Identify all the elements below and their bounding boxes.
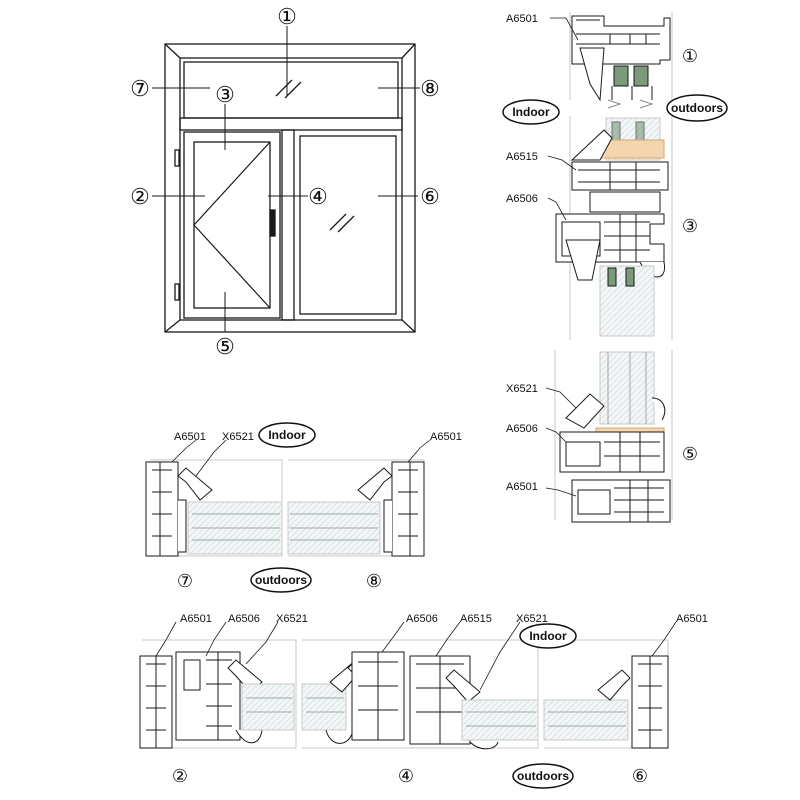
marker-8: ⑧ — [366, 571, 382, 591]
profile-section2 — [139, 651, 295, 749]
opening-indicator — [193, 141, 271, 309]
casement-glass — [193, 141, 271, 309]
label-a6501-top: A6501 — [506, 13, 538, 25]
callout-7: ⑦ — [130, 76, 150, 101]
window-callouts: ① ⑦ ⑧ ③ ② ④ ⑥ ⑤ — [130, 4, 440, 359]
hinge-bottom — [174, 283, 180, 301]
pill-outdoors: outdoors — [671, 101, 723, 115]
mullion — [281, 129, 295, 321]
profile-x6521-a6506-a6501-bottom — [559, 351, 671, 523]
label-246-a6501-left: A6501 — [180, 613, 212, 625]
section-7-8-text: A6501 X6521 A6501 Indoor outdoors ⑦ ⑧ — [174, 422, 462, 593]
marker-2: ② — [172, 766, 188, 786]
label-246-a6506-left: A6506 — [228, 613, 260, 625]
label-78-a6501-left: A6501 — [174, 431, 206, 443]
label-78-x6521: X6521 — [222, 431, 254, 443]
leader-lines — [152, 26, 420, 332]
vertical-leaders — [545, 17, 579, 497]
label-a6515: A6515 — [506, 151, 538, 163]
handle — [269, 209, 276, 237]
glass-mark-right — [329, 213, 355, 233]
window-elevation — [152, 26, 420, 333]
marker-6: ⑥ — [632, 766, 648, 786]
pill-246-indoor: Indoor — [529, 629, 567, 643]
label-246-x6521-mid: X6521 — [516, 613, 548, 625]
hinge-top — [174, 149, 180, 167]
pill-78-outdoors-outline — [250, 567, 312, 593]
label-78-a6501-right: A6501 — [430, 431, 462, 443]
fixed-glass — [299, 135, 397, 315]
profile-section4 — [301, 651, 539, 750]
callout-6: ⑥ — [420, 184, 440, 209]
marker-4: ④ — [398, 766, 414, 786]
callout-3: ③ — [215, 82, 235, 107]
inner-frame — [179, 57, 403, 321]
pill-outdoors-outline — [666, 94, 728, 122]
label-246-x6521-left: X6521 — [276, 613, 308, 625]
callout-8: ⑧ — [420, 76, 440, 101]
callout-5: ⑤ — [215, 334, 235, 359]
callout-2: ② — [130, 184, 150, 209]
profile-section6 — [543, 655, 669, 749]
section-2-4-6 — [139, 621, 677, 750]
section-2-4-6-text: A6501 A6506 X6521 A6506 A6515 X6521 A650… — [172, 613, 708, 789]
section-7-8 — [145, 439, 431, 557]
pill-246-outdoors-outline — [512, 763, 574, 789]
marker-3: ③ — [682, 216, 698, 236]
pill-78-indoor-outline — [258, 422, 316, 448]
vertical-section-text: A6501 A6515 A6506 X6521 A6506 A6501 Indo… — [502, 13, 728, 493]
callout-4: ④ — [308, 184, 328, 209]
transom-bar — [179, 117, 403, 131]
casement-sash — [183, 131, 281, 319]
label-a6506-low: A6506 — [506, 423, 538, 435]
label-246-a6501-right: A6501 — [676, 613, 708, 625]
callout-1: ① — [277, 4, 297, 29]
pill-78-outdoors: outdoors — [255, 573, 307, 587]
label-246-a6506-mid: A6506 — [406, 613, 438, 625]
pill-78-indoor: Indoor — [268, 428, 306, 442]
pill-indoor-outline — [502, 99, 560, 125]
label-a6506-mid: A6506 — [506, 193, 538, 205]
profile-a6515-a6506-mid — [555, 117, 669, 337]
profile-section7-left — [145, 461, 213, 557]
outer-frame — [164, 43, 416, 333]
marker-5: ⑤ — [682, 444, 698, 464]
label-246-a6515: A6515 — [460, 613, 492, 625]
pill-indoor: Indoor — [512, 105, 550, 119]
label-a6501-bottom: A6501 — [506, 481, 538, 493]
marker-1: ① — [682, 46, 698, 66]
profile-section8-right — [357, 461, 425, 557]
label-x6521: X6521 — [506, 383, 538, 395]
marker-7: ⑦ — [177, 571, 193, 591]
pill-246-outdoors: outdoors — [517, 769, 569, 783]
glass-mark-top — [275, 79, 302, 99]
pill-246-indoor-outline — [519, 623, 577, 649]
vertical-section — [545, 12, 673, 523]
profile-a6501-top — [571, 15, 671, 102]
